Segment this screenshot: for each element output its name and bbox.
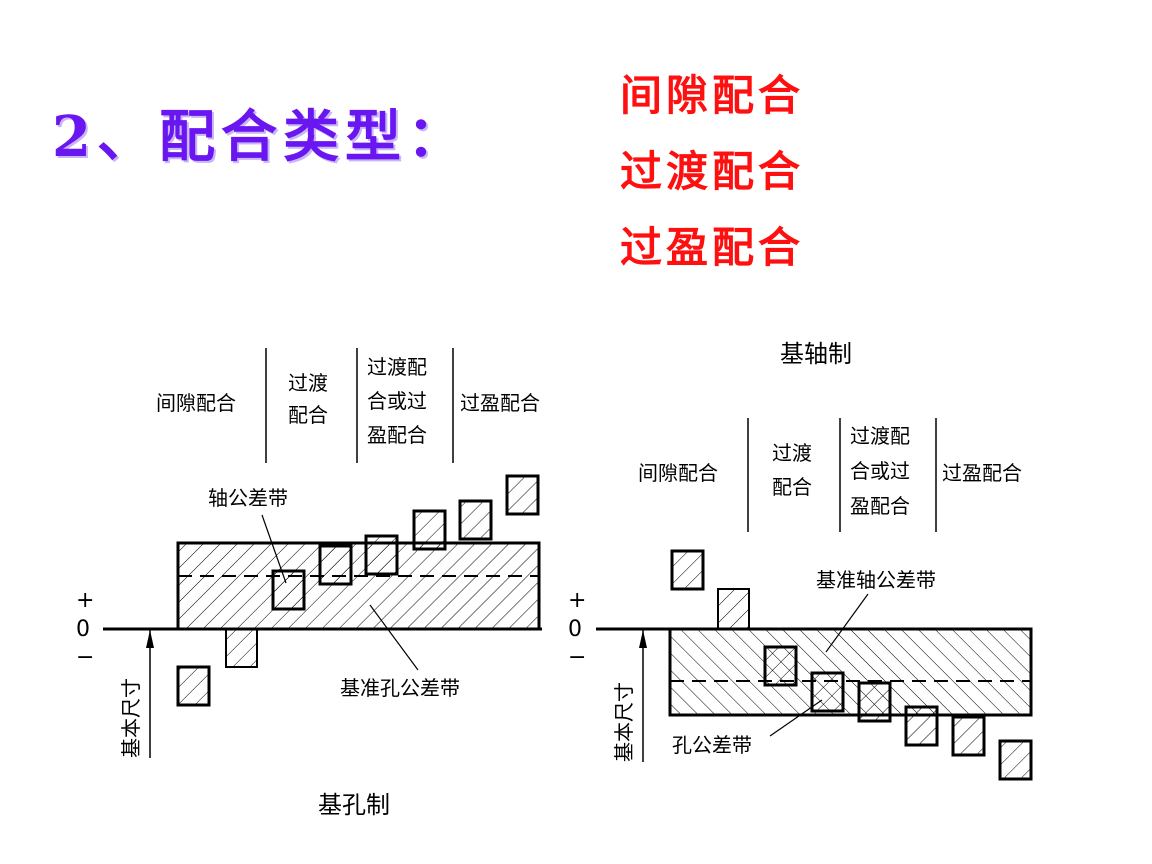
fit-type-interference: 过盈配合	[620, 223, 805, 272]
shaft-zone	[271, 569, 306, 611]
hole-zone	[763, 645, 798, 687]
header-interference: 过盈配合	[942, 461, 1022, 485]
header-transition-line2: 配合	[772, 475, 812, 499]
header-interference: 过盈配合	[460, 391, 540, 415]
leader-line	[261, 514, 287, 584]
zero-sign: 0	[568, 617, 582, 642]
hole-zone	[998, 739, 1033, 781]
plus-sign: +	[568, 588, 586, 613]
hole-zone	[904, 705, 939, 747]
label-datum-shaft-zone: 基准轴公差带	[816, 568, 936, 592]
label-basic-size: 基本尺寸	[612, 682, 636, 762]
fit-type-clearance: 间隙配合	[620, 71, 805, 120]
leader-line	[369, 604, 419, 671]
header-mixed-line1: 过渡配	[367, 355, 427, 379]
leader-line	[769, 699, 823, 737]
shaft-zone	[412, 509, 447, 551]
datum-hole-zone	[176, 541, 541, 631]
minus-sign: −	[568, 645, 586, 670]
hole-zone	[670, 549, 705, 591]
dimension-arrow	[639, 630, 647, 648]
header-mixed-line3: 盈配合	[850, 494, 910, 518]
label-hole-zone: 孔公差带	[672, 733, 752, 757]
caption-hole-basis: 基孔制	[318, 791, 390, 819]
shaft-basis-diagram: 基轴制 间隙配合 过渡 配合 过渡配 合或过 盈配合 过盈配合 基准轴公差带 孔…	[568, 340, 1033, 781]
plus-sign: +	[76, 588, 94, 613]
hole-zone	[810, 671, 845, 713]
leader-line	[825, 593, 869, 653]
shaft-zone	[458, 499, 493, 541]
datum-shaft-zone	[668, 627, 1033, 717]
zero-sign: 0	[76, 617, 90, 642]
header-transition-line2: 配合	[288, 403, 328, 427]
label-datum-hole-zone: 基准孔公差带	[340, 676, 460, 700]
shaft-zone	[505, 474, 540, 516]
fit-type-transition: 过渡配合	[620, 147, 805, 196]
shaft-zone	[364, 534, 399, 576]
dimension-arrow	[146, 630, 154, 648]
minus-sign: −	[76, 645, 94, 670]
header-mixed-line3: 盈配合	[367, 423, 427, 447]
shaft-zone	[318, 544, 353, 586]
hole-zone	[951, 715, 986, 757]
label-shaft-zone: 轴公差带	[208, 486, 288, 510]
shaft-zone	[225, 628, 258, 668]
header-clearance: 间隙配合	[638, 461, 718, 485]
hole-zone	[857, 681, 892, 723]
hole-basis-diagram: 间隙配合 过渡 配合 过渡配 合或过 盈配合 过盈配合 轴公差带 基准孔公差带 …	[76, 348, 542, 819]
header-mixed-line2: 合或过	[367, 389, 427, 413]
fit-type-list: 间隙配合 过渡配合 过盈配合	[620, 58, 804, 286]
header-clearance: 间隙配合	[156, 391, 236, 415]
caption-shaft-basis: 基轴制	[780, 340, 852, 368]
header-transition-line1: 过渡	[772, 441, 812, 465]
hole-zone	[717, 588, 750, 630]
header-transition-line1: 过渡	[288, 371, 328, 395]
shaft-zone	[176, 665, 211, 707]
header-mixed-line2: 合或过	[850, 459, 910, 483]
slide-title: 2、配合类型：	[52, 104, 469, 170]
label-basic-size: 基本尺寸	[119, 678, 143, 758]
header-mixed-line1: 过渡配	[850, 424, 910, 448]
